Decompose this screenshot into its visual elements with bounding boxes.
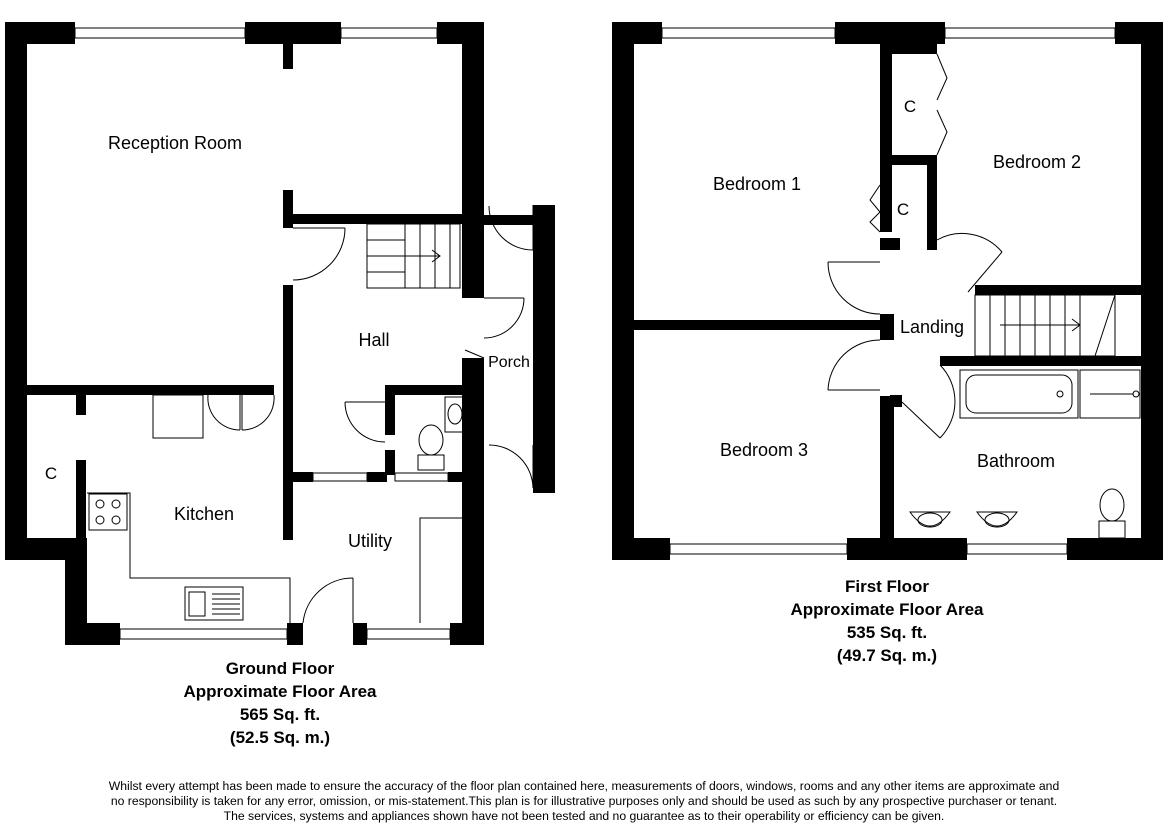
- ground-floor-area-sqft: 565 Sq. ft.: [239, 705, 321, 724]
- ground-floor-stairs: [366, 223, 461, 289]
- first-floor-area-sqm: (49.7 Sq. m.): [836, 646, 938, 665]
- first-floor-area-sqft: 535 Sq. ft.: [846, 623, 928, 642]
- first-floor-doors: [827, 53, 1003, 439]
- first-floor-plan: Bedroom 1 Bedroom 2 Bedroom 3 Landing Ba…: [612, 22, 1163, 560]
- disclaimer-line-1: Whilst every attempt has been made to en…: [108, 779, 1060, 793]
- first-floor-labels: Bedroom 1 Bedroom 2 Bedroom 3 Landing Ba…: [713, 97, 1081, 471]
- room-label-bathroom: Bathroom: [977, 451, 1055, 471]
- first-floor-windows: [661, 27, 1116, 555]
- ground-floor-fixtures: [87, 394, 466, 623]
- room-label-cupboard: C: [45, 464, 57, 483]
- first-floor-walls: [612, 22, 1163, 560]
- first-floor-title: First Floor: [844, 577, 930, 596]
- first-floor-fixtures: [909, 369, 1141, 539]
- disclaimer-line-3: The services, systems and appliances sho…: [223, 809, 945, 823]
- room-label-utility: Utility: [348, 531, 392, 551]
- first-floor-area-caption: First Floor Approximate Floor Area 535 S…: [737, 575, 1037, 667]
- ground-floor-windows: [74, 27, 451, 640]
- room-label-bedroom-3: Bedroom 3: [720, 440, 808, 460]
- room-label-bedroom-1: Bedroom 1: [713, 174, 801, 194]
- ground-floor-title: Ground Floor: [225, 659, 335, 678]
- room-label-cupboard-a: C: [904, 97, 916, 116]
- first-floor-area-label: Approximate Floor Area: [790, 600, 984, 619]
- ground-floor-area-label: Approximate Floor Area: [183, 682, 377, 701]
- room-label-bedroom-2: Bedroom 2: [993, 152, 1081, 172]
- ground-floor-area-sqm: (52.5 Sq. m.): [229, 728, 331, 747]
- room-label-landing: Landing: [900, 317, 964, 337]
- ground-floor-doors: [207, 205, 534, 624]
- ground-floor-labels: Reception Room Hall Porch Kitchen Utilit…: [45, 133, 530, 551]
- disclaimer-text: Whilst every attempt has been made to en…: [40, 779, 1128, 824]
- room-label-hall: Hall: [358, 330, 389, 350]
- room-label-porch: Porch: [488, 354, 530, 371]
- room-label-reception: Reception Room: [108, 133, 242, 153]
- ground-floor-walls: [5, 22, 555, 645]
- room-label-kitchen: Kitchen: [174, 504, 234, 524]
- room-label-cupboard-b: C: [897, 200, 909, 219]
- ground-floor-area-caption: Ground Floor Approximate Floor Area 565 …: [130, 657, 430, 749]
- first-floor-stairs: [974, 294, 1116, 357]
- ground-floor-plan: Reception Room Hall Porch Kitchen Utilit…: [5, 22, 555, 645]
- disclaimer-line-2: no responsibility is taken for any error…: [110, 794, 1058, 808]
